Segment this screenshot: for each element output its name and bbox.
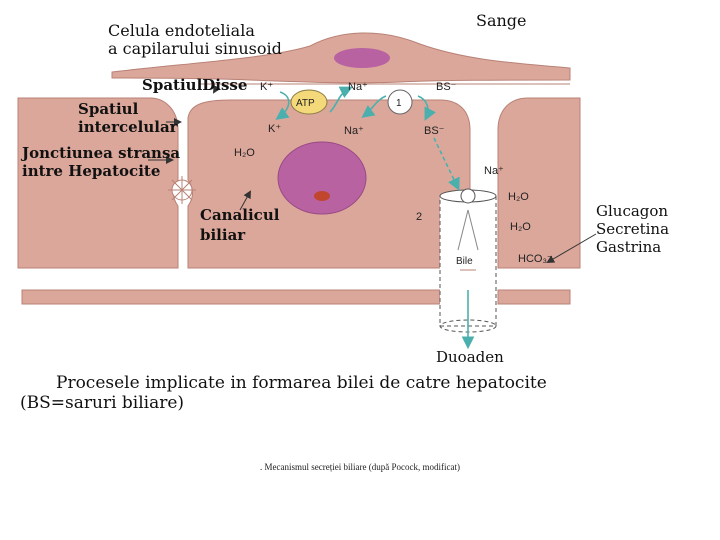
canalicul-label-line2: biliar	[200, 226, 246, 244]
disse-label: SpatiulDisse	[142, 76, 247, 94]
hepatocyte-right	[497, 97, 581, 269]
bile-canaliculus	[168, 176, 196, 204]
ion-bs-in: BS⁻	[424, 125, 445, 137]
h2o-duct-1: H₂O	[508, 191, 529, 203]
glucagon-label: Glucagon	[596, 202, 668, 220]
ion-na-duct: Na⁺	[484, 165, 504, 177]
na-arrow-in	[361, 95, 387, 118]
cell-number-label: 2	[416, 211, 422, 223]
hepatocyte-left	[17, 97, 179, 269]
intercellular-label-line2: intercelular	[78, 118, 179, 136]
junction-label-line1: Jonctiunea stransa	[20, 144, 180, 162]
junction-label-line2: intre Hepatocite	[22, 162, 160, 180]
bs-arrow-in	[417, 95, 437, 121]
hepatocyte-bottom-left	[21, 289, 441, 305]
figure-title-line2: (BS=saruri biliare)	[20, 393, 184, 413]
hepatocyte-nucleus	[277, 141, 367, 215]
canalicul-label-line1: Canalicul	[200, 206, 280, 224]
h2o-duct-2: H₂O	[510, 221, 531, 233]
endothelial-label-line2: a capilarului sinusoid	[108, 39, 282, 58]
gastrina-label: Gastrina	[596, 238, 661, 256]
ion-na-in: Na⁺	[344, 125, 364, 137]
figure-caption: . Mecanismul secreției biliare (după Poc…	[260, 462, 460, 472]
hco3-label: HCO₃⁻	[518, 253, 553, 265]
endothelial-nucleus	[334, 48, 390, 68]
blood-label: Sange	[476, 11, 527, 30]
nucleolus	[314, 191, 330, 201]
hormone-pointer	[546, 233, 597, 264]
bs-dashed-arrow	[433, 137, 460, 191]
na-arrow-out	[329, 86, 353, 113]
hepatocyte-bottom-right	[497, 289, 571, 305]
secretina-label: Secretina	[596, 220, 669, 238]
disse-pointer	[212, 81, 221, 94]
ion-na-out: Na⁺	[348, 81, 368, 93]
transporter-1	[387, 89, 413, 115]
duodenum-label: Duoaden	[436, 348, 504, 366]
bile-label: Bile	[456, 256, 473, 267]
k-arrow-in	[275, 91, 290, 120]
ion-k-out: K⁺	[260, 81, 273, 93]
ion-k-in: K⁺	[268, 123, 281, 135]
intercellular-label-line1: Spatiul	[78, 100, 139, 118]
canalicul-pointer	[239, 190, 251, 211]
h2o-cell: H₂O	[234, 147, 255, 159]
atp-pump	[290, 89, 328, 115]
figure-title-line1: Procesele implicate in formarea bilei de…	[56, 373, 547, 393]
atp-label: ATP	[296, 98, 315, 109]
transporter-1-label: 1	[396, 98, 402, 109]
ion-bs-out: BS⁻	[436, 81, 457, 93]
endothelial-label-line1: Celula endoteliala	[108, 21, 255, 40]
